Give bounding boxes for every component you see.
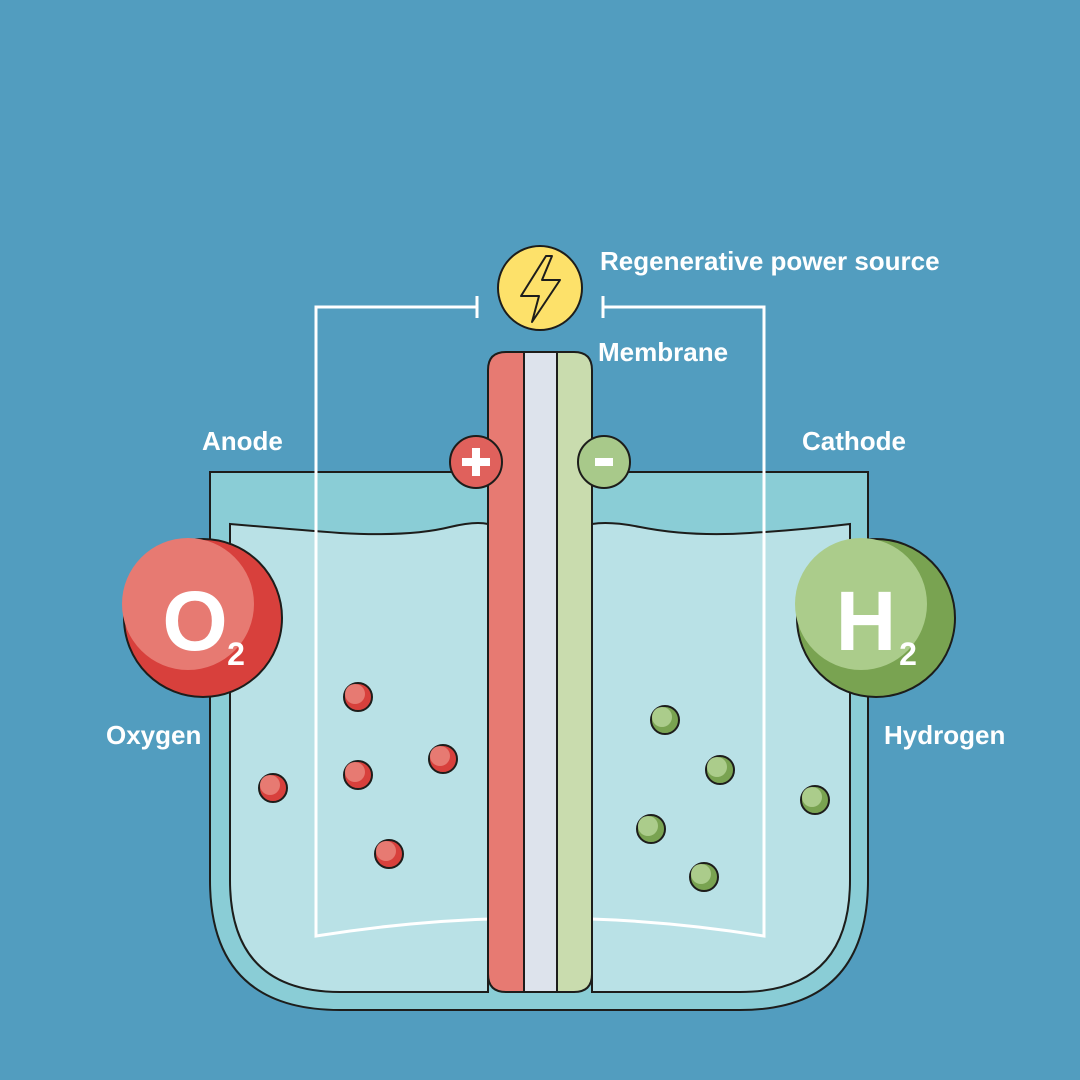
hydrogen-subscript: 2 bbox=[899, 636, 917, 672]
cathode-plate bbox=[556, 351, 593, 993]
hydrogen-bubble bbox=[800, 785, 830, 815]
hydrogen-label: Hydrogen bbox=[884, 720, 1005, 750]
cathode-terminal bbox=[577, 435, 631, 489]
lightning-bolt-icon bbox=[520, 255, 561, 323]
anode-terminal bbox=[449, 435, 503, 489]
anode-plate bbox=[487, 351, 525, 993]
cathode-label: Cathode bbox=[802, 426, 906, 456]
oxygen-bubble bbox=[258, 773, 288, 803]
anode-label: Anode bbox=[202, 426, 283, 456]
power-source-label: Regenerative power source bbox=[600, 246, 940, 276]
electrode-stack bbox=[487, 351, 593, 993]
hydrogen-molecule: H 2 bbox=[795, 538, 956, 698]
oxygen-subscript: 2 bbox=[227, 636, 245, 672]
oxygen-bubble bbox=[343, 760, 373, 790]
hydrogen-bubbles bbox=[636, 705, 830, 892]
hydrogen-bubble bbox=[636, 814, 666, 844]
membrane-plate bbox=[523, 351, 558, 993]
membrane-label: Membrane bbox=[598, 337, 728, 367]
hydrogen-bubble bbox=[689, 862, 719, 892]
oxygen-bubble bbox=[343, 682, 373, 712]
hydrogen-bubble bbox=[650, 705, 680, 735]
hydrogen-letter: H bbox=[836, 574, 897, 668]
power-source bbox=[497, 245, 583, 331]
hydrogen-bubble bbox=[705, 755, 735, 785]
oxygen-bubbles bbox=[258, 682, 458, 869]
minus-icon bbox=[595, 458, 613, 466]
oxygen-molecule: O 2 bbox=[122, 538, 283, 698]
oxygen-label: Oxygen bbox=[106, 720, 201, 750]
oxygen-bubble bbox=[374, 839, 404, 869]
oxygen-bubble bbox=[428, 744, 458, 774]
oxygen-letter: O bbox=[162, 574, 227, 668]
